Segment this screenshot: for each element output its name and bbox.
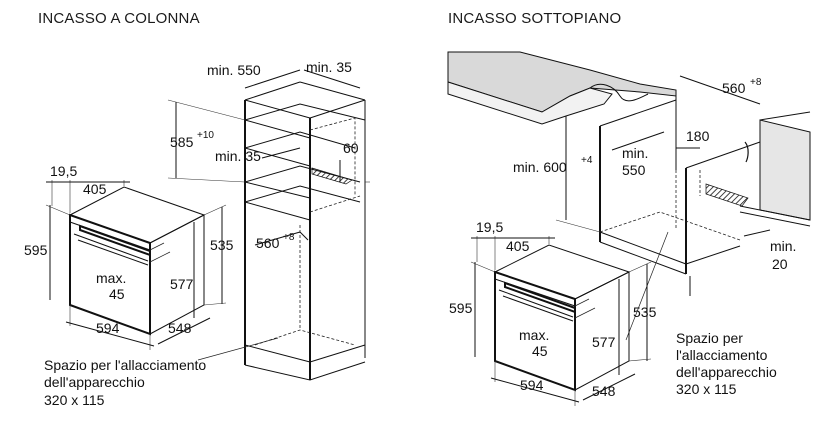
dim-594-right: 594 xyxy=(520,377,544,393)
dim-max-45-right: 45 xyxy=(532,343,548,359)
dim-548-right: 548 xyxy=(592,383,616,399)
dim-595: 595 xyxy=(24,242,48,258)
dim-min-550-label: min. xyxy=(622,145,648,161)
dim-405-right: 405 xyxy=(506,238,530,254)
left-oven-dims xyxy=(45,180,227,350)
dim-594: 594 xyxy=(96,320,120,336)
dim-560-tolerance: +8 xyxy=(283,232,295,243)
dim-535: 535 xyxy=(210,237,234,253)
note-right-line-1: Spazio per xyxy=(676,330,743,346)
dim-577: 577 xyxy=(170,276,194,292)
dim-595-right: 595 xyxy=(449,300,473,316)
dim-min-550: 550 xyxy=(622,162,646,178)
dim-535-right: 535 xyxy=(633,304,657,320)
dim-min-35-top: min. 35 xyxy=(306,59,352,75)
dim-560-right-tolerance: +8 xyxy=(750,77,762,88)
dim-585: 585 xyxy=(170,134,194,150)
left-labels: min. 550 min. 35 585 +10 min. 35 60 560 … xyxy=(24,59,359,408)
dim-min-20-label: min. xyxy=(770,238,796,254)
left-oven xyxy=(68,186,206,336)
note-line-1: Spazio per l'allacciamento xyxy=(44,357,206,373)
dim-180: 180 xyxy=(686,128,710,144)
dim-585-tolerance: +10 xyxy=(197,130,214,141)
dim-max-label-right: max. xyxy=(519,327,549,343)
note-right-line-2: l'allacciamento xyxy=(676,347,768,363)
dim-60: 60 xyxy=(343,140,359,156)
right-oven xyxy=(493,244,631,392)
right-cabinet xyxy=(555,75,771,341)
left-cabinet xyxy=(167,69,370,381)
right-labels: 560 +8 180 min. 600 +4 min. 550 min. 20 … xyxy=(449,77,796,399)
right-diagram-title: INCASSO SOTTOPIANO xyxy=(448,10,622,27)
right-countertop xyxy=(447,51,811,227)
dim-19-5-right: 19,5 xyxy=(476,219,503,235)
dim-min-600-tolerance: +4 xyxy=(581,155,593,166)
right-oven-dims xyxy=(470,236,652,406)
dim-19-5: 19,5 xyxy=(50,163,77,179)
dim-min-600: min. 600 xyxy=(513,159,567,175)
dim-min-20: 20 xyxy=(772,256,788,272)
dim-405: 405 xyxy=(83,181,107,197)
note-right-line-3: dell'apparecchio xyxy=(676,364,777,380)
dim-max-label: max. xyxy=(96,270,126,286)
dim-560-right: 560 xyxy=(722,80,746,96)
dim-560: 560 xyxy=(256,235,280,251)
left-diagram-title: INCASSO A COLONNA xyxy=(38,10,200,27)
dim-max-45: 45 xyxy=(109,286,125,302)
note-line-3: 320 x 115 xyxy=(44,392,105,408)
dim-577-right: 577 xyxy=(592,334,616,350)
dim-548: 548 xyxy=(168,320,192,336)
note-right-line-4: 320 x 115 xyxy=(676,381,737,397)
dim-min-550: min. 550 xyxy=(207,62,261,78)
dim-min-35-mid: min. 35 xyxy=(215,148,261,164)
note-line-2: dell'apparecchio xyxy=(44,374,145,390)
